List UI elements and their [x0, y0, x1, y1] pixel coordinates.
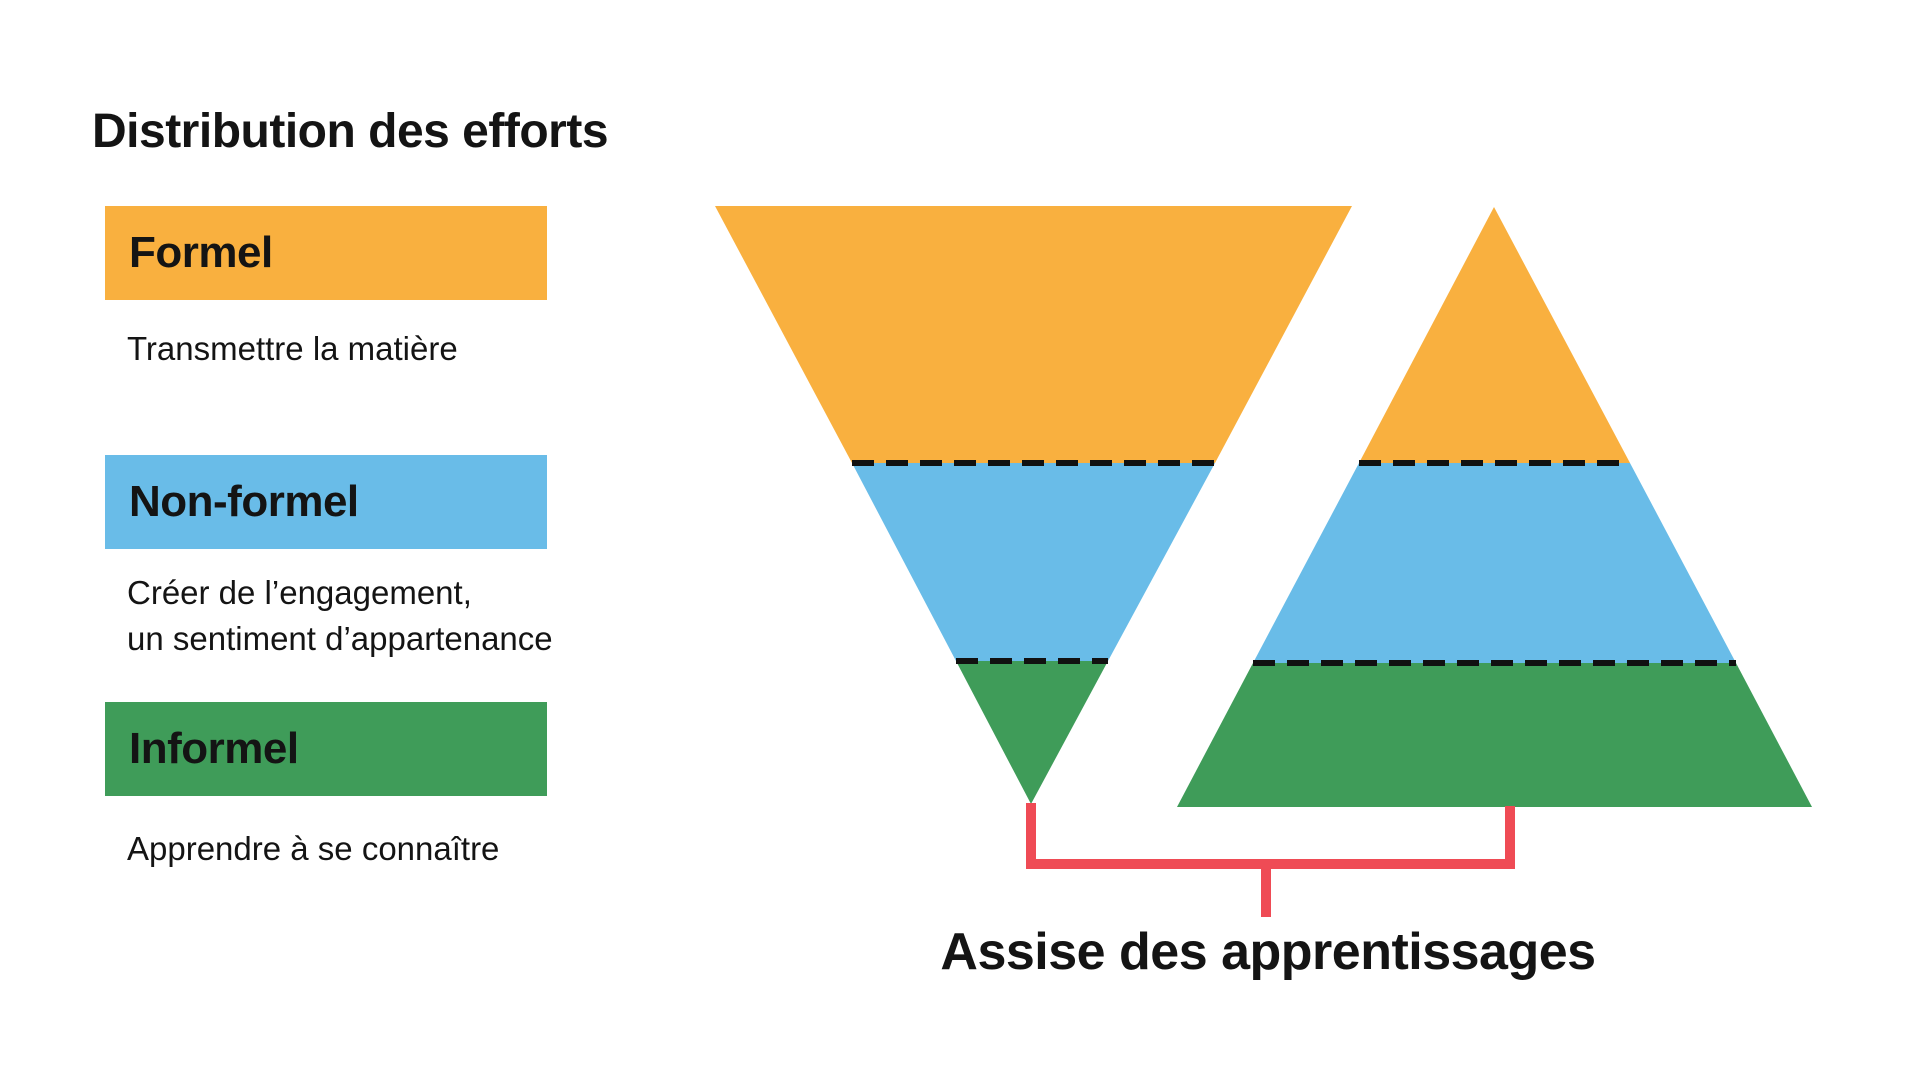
bracket-label: Assise des apprentissages	[940, 923, 1596, 981]
upright-pyramid-non-formel-band	[1253, 463, 1736, 663]
inverted-pyramid-non-formel-band	[852, 463, 1215, 661]
inverted-pyramid-formel-band	[715, 206, 1352, 463]
legend-label-informel: Informel	[129, 724, 299, 773]
legend-description-informel: Apprendre à se connaître	[127, 830, 500, 867]
legend-bar-formel: Formel	[105, 206, 547, 300]
upright-pyramid	[1177, 207, 1812, 807]
upright-pyramid-formel-band	[1359, 207, 1630, 463]
inverted-pyramid-informel-band	[956, 661, 1108, 804]
legend-bar-non-formel: Non-formel	[105, 455, 547, 549]
inverted-pyramid	[715, 206, 1352, 804]
page-title: Distribution des efforts	[92, 105, 609, 158]
legend-description-non-formel: Créer de l’engagement, un sentiment d’ap…	[127, 574, 553, 658]
legend-bar-informel: Informel	[105, 702, 547, 796]
legend-label-formel: Formel	[129, 228, 273, 277]
legend-description-formel: Transmettre la matière	[127, 330, 458, 367]
legend-label-non-formel: Non-formel	[129, 477, 359, 526]
upright-pyramid-informel-band	[1177, 663, 1812, 807]
bracket-connector	[1026, 803, 1515, 917]
